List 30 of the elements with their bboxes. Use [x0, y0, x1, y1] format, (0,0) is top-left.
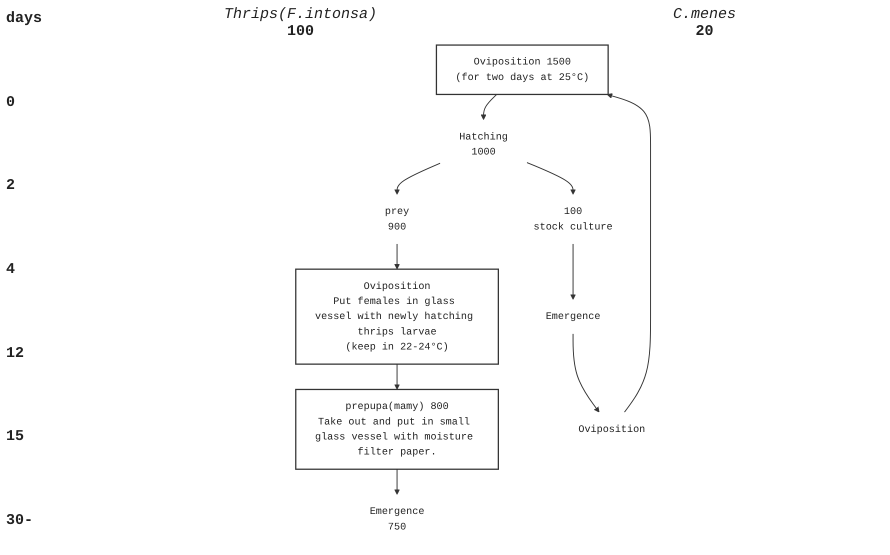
label-text: 15	[6, 428, 26, 446]
node-box	[295, 268, 499, 365]
label-text: 12	[6, 344, 26, 362]
node-box	[436, 44, 609, 96]
node-text: Emergence 750	[370, 506, 424, 533]
label-text: C.menes	[672, 6, 736, 23]
node-text: prey 900	[384, 206, 410, 232]
arrow	[394, 468, 400, 495]
arrow	[572, 333, 600, 412]
label-text: 30-	[6, 512, 34, 529]
node-text: Emergence	[546, 310, 600, 322]
label-text: 4	[6, 260, 16, 278]
flowchart-diagram: Oviposition 1500 (for two days at 25°C) Hatching 1000 prey 900 Oviposition Put females in glass vessel with newly hatching thrips larvae (keep in 22-24°C) 100 stock culture Emergence Oviposition prepupa(mamy) 800 Take out and put in small glass vessel with moisture filter paper. Emergence 750	[76, 40, 884, 549]
arrow	[394, 364, 400, 390]
label-text: 0	[6, 94, 16, 111]
arrow	[570, 243, 576, 300]
node-text: Oviposition	[578, 424, 646, 436]
label-text: 20	[694, 23, 714, 40]
label-text: 100	[286, 23, 315, 40]
arrow	[606, 93, 652, 413]
arrow	[394, 243, 400, 270]
arrow	[480, 94, 498, 120]
arrow	[394, 162, 441, 195]
node-text: Hatching 1000	[459, 131, 508, 158]
label-text: days	[6, 10, 44, 27]
node-box	[295, 388, 499, 470]
node-text: 100 stock culture	[534, 206, 613, 232]
arrow	[526, 162, 576, 195]
label-text: 2	[6, 177, 16, 194]
label-text: Thrips(F.intonsa)	[224, 6, 378, 23]
